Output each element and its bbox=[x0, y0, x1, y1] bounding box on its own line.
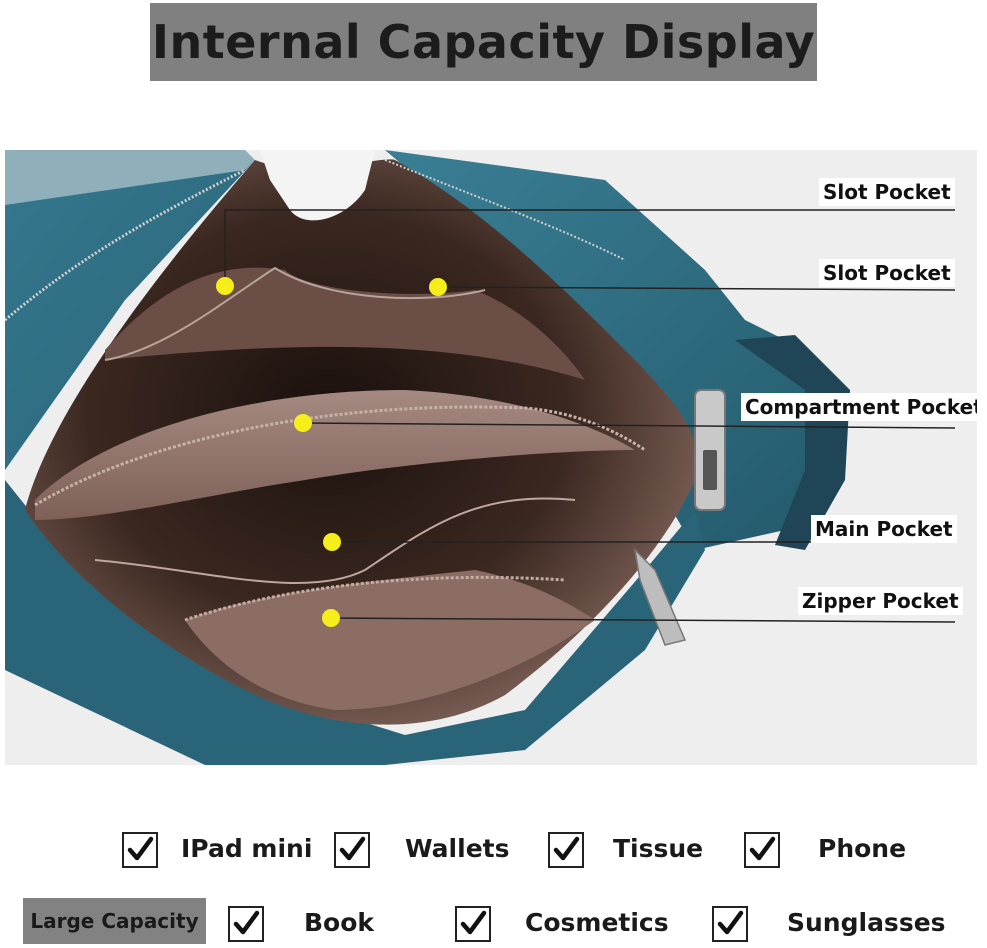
callout-compartment-pocket: Compartment Pocket bbox=[741, 393, 977, 421]
check-icon bbox=[339, 836, 366, 861]
check-icon bbox=[553, 836, 580, 861]
check-label: Book bbox=[304, 908, 375, 937]
checkbox bbox=[122, 832, 158, 868]
check-icon bbox=[127, 836, 154, 861]
check-item-tissue bbox=[548, 828, 584, 872]
check-label: Sunglasses bbox=[787, 908, 946, 937]
checkbox bbox=[455, 906, 491, 942]
callout-slot-pocket-1: Slot Pocket bbox=[819, 178, 955, 206]
callout-main-pocket: Main Pocket bbox=[811, 515, 957, 543]
large-capacity-badge: Large Capacity bbox=[23, 898, 206, 944]
page-title: Internal Capacity Display bbox=[151, 15, 816, 69]
check-label: Tissue bbox=[613, 834, 704, 863]
checkbox bbox=[744, 832, 780, 868]
check-item-ipad-mini bbox=[122, 828, 158, 872]
check-item-wallets bbox=[334, 828, 370, 872]
check-icon bbox=[717, 910, 744, 935]
checkbox bbox=[548, 832, 584, 868]
capacity-row-1: IPad mini Wallets Tissue Phone bbox=[0, 828, 987, 872]
check-item-phone bbox=[744, 828, 780, 872]
callout-zipper-pocket: Zipper Pocket bbox=[798, 587, 963, 615]
checkbox bbox=[712, 906, 748, 942]
capacity-row-2: Book Cosmetics Sunglasses bbox=[0, 902, 987, 946]
callout-slot-pocket-2: Slot Pocket bbox=[819, 259, 955, 287]
check-label: IPad mini bbox=[181, 834, 313, 863]
check-icon bbox=[749, 836, 776, 861]
check-label: Wallets bbox=[405, 834, 510, 863]
bag-interior-photo: Slot Pocket Slot Pocket Compartment Pock… bbox=[5, 150, 977, 765]
check-icon bbox=[233, 910, 260, 935]
title-banner: Internal Capacity Display bbox=[150, 3, 817, 81]
check-item-cosmetics bbox=[455, 902, 491, 946]
checkbox bbox=[334, 832, 370, 868]
check-label: Cosmetics bbox=[525, 908, 669, 937]
check-item-book bbox=[228, 902, 264, 946]
check-label: Phone bbox=[818, 834, 907, 863]
check-icon bbox=[460, 910, 487, 935]
checkbox bbox=[228, 906, 264, 942]
check-item-sunglasses bbox=[712, 902, 748, 946]
badge-label: Large Capacity bbox=[30, 909, 199, 933]
